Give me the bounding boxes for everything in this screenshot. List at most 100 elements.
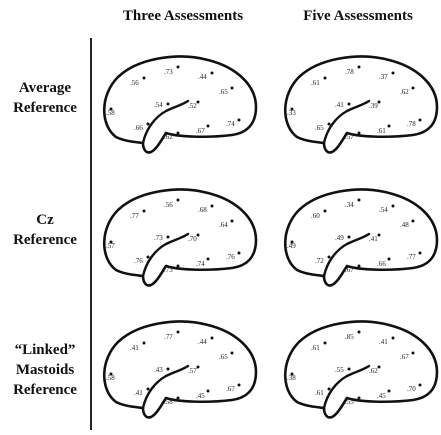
electrode-dot bbox=[387, 257, 391, 261]
electrode-dot bbox=[327, 122, 331, 126]
electrode-value-label: .85 bbox=[345, 333, 354, 341]
electrode-dot bbox=[206, 389, 210, 393]
row-label-average-reference: Average Reference bbox=[2, 78, 88, 118]
electrode-value-label: .67 bbox=[400, 353, 409, 361]
electrode-dot bbox=[196, 233, 200, 237]
electrode-dot bbox=[387, 389, 391, 393]
electrode-value-label: .65 bbox=[219, 88, 228, 96]
electrode-value-label: .73 bbox=[164, 266, 173, 274]
electrode-value-label: .77 bbox=[407, 253, 416, 261]
electrode-value-label: .77 bbox=[130, 212, 139, 220]
brain-outline bbox=[103, 55, 258, 154]
electrode-dot bbox=[142, 76, 146, 80]
electrode-dot bbox=[418, 251, 422, 255]
brain-outline bbox=[284, 320, 439, 419]
row-label-line: Mastoids bbox=[15, 362, 75, 378]
electrode-dot bbox=[237, 118, 241, 122]
electrode-value-label: .38 bbox=[287, 374, 296, 382]
electrode-value-label: .76 bbox=[226, 253, 235, 261]
electrode-value-label: .41 bbox=[130, 344, 139, 352]
electrode-dot bbox=[411, 86, 415, 90]
electrode-value-label: .45 bbox=[377, 392, 386, 400]
electrode-dot bbox=[146, 387, 150, 391]
electrode-value-label: .61 bbox=[311, 79, 320, 87]
electrode-dot bbox=[176, 65, 180, 69]
electrode-value-label: .68 bbox=[198, 206, 207, 214]
electrode-dot bbox=[290, 372, 294, 376]
electrode-value-label: .67 bbox=[345, 266, 354, 274]
electrode-dot bbox=[109, 372, 113, 376]
electrode-dot bbox=[230, 351, 234, 355]
electrode-dot bbox=[230, 219, 234, 223]
electrode-value-label: .57 bbox=[106, 242, 115, 250]
electrode-dot bbox=[166, 367, 170, 371]
electrode-value-label: .58 bbox=[164, 398, 173, 406]
vertical-divider bbox=[90, 38, 92, 430]
electrode-value-label: .37 bbox=[379, 73, 388, 81]
electrode-value-label: .39 bbox=[369, 102, 378, 110]
electrode-dot bbox=[206, 257, 210, 261]
electrode-dot bbox=[196, 100, 200, 104]
sylvian-fissure bbox=[141, 232, 190, 278]
electrode-value-label: .70 bbox=[407, 385, 416, 393]
electrode-value-label: .67 bbox=[226, 385, 235, 393]
electrode-value-label: .61 bbox=[315, 389, 324, 397]
sylvian-fissure bbox=[322, 99, 371, 145]
electrode-dot bbox=[357, 330, 361, 334]
electrode-dot bbox=[230, 86, 234, 90]
electrode-value-label: .65 bbox=[219, 353, 228, 361]
electrode-value-label: .56 bbox=[164, 201, 173, 209]
brain-outline bbox=[284, 188, 439, 287]
electrode-value-label: .61 bbox=[377, 127, 386, 135]
electrode-value-label: .78 bbox=[407, 120, 416, 128]
electrode-dot bbox=[357, 65, 361, 69]
electrode-value-label: .58 bbox=[106, 374, 115, 382]
electrode-dot bbox=[327, 255, 331, 259]
electrode-value-label: .73 bbox=[164, 68, 173, 76]
electrode-dot bbox=[323, 209, 327, 213]
electrode-value-label: .61 bbox=[311, 344, 320, 352]
electrode-dot bbox=[327, 387, 331, 391]
electrode-value-label: .41 bbox=[369, 235, 378, 243]
electrode-value-label: .41 bbox=[379, 338, 388, 346]
electrode-value-label: .73 bbox=[154, 234, 163, 242]
electrode-dot bbox=[176, 131, 180, 135]
electrode-dot bbox=[391, 71, 395, 75]
electrode-dot bbox=[377, 365, 381, 369]
electrode-dot bbox=[357, 131, 361, 135]
electrode-value-label: .76 bbox=[134, 257, 143, 265]
brain-map-row1-col1: .56.73.44.65.58.54.52.66.62.67.74 bbox=[103, 55, 258, 154]
electrode-value-label: .62 bbox=[369, 367, 378, 375]
electrode-dot bbox=[357, 264, 361, 268]
brain-map-row3-col1: .41.77.44.65.58.43.57.41.58.45.67 bbox=[103, 320, 258, 419]
electrode-value-label: .60 bbox=[311, 212, 320, 220]
electrode-value-label: .72 bbox=[315, 257, 324, 265]
electrode-value-label: .77 bbox=[164, 333, 173, 341]
electrode-dot bbox=[411, 351, 415, 355]
electrode-dot bbox=[377, 100, 381, 104]
electrode-dot bbox=[391, 336, 395, 340]
electrode-dot bbox=[347, 367, 351, 371]
sylvian-fissure bbox=[141, 364, 190, 410]
electrode-value-label: .62 bbox=[164, 133, 173, 141]
brain-outline bbox=[284, 55, 439, 154]
electrode-value-label: .57 bbox=[188, 367, 197, 375]
electrode-dot bbox=[411, 219, 415, 223]
electrode-value-label: .49 bbox=[335, 234, 344, 242]
electrode-value-label: .64 bbox=[219, 221, 228, 229]
brain-map-row2-col2: .60.34.54.48.49.49.41.72.67.66.77 bbox=[284, 188, 439, 287]
electrode-value-label: .52 bbox=[188, 102, 197, 110]
electrode-dot bbox=[357, 198, 361, 202]
sylvian-fissure bbox=[141, 99, 190, 145]
electrode-value-label: .54 bbox=[379, 206, 388, 214]
electrode-dot bbox=[347, 235, 351, 239]
electrode-dot bbox=[196, 365, 200, 369]
electrode-value-label: .34 bbox=[345, 201, 354, 209]
electrode-dot bbox=[109, 107, 113, 111]
electrode-dot bbox=[210, 336, 214, 340]
electrode-value-label: .55 bbox=[335, 366, 344, 374]
electrode-value-label: .70 bbox=[188, 235, 197, 243]
electrode-value-label: .43 bbox=[154, 366, 163, 374]
electrode-dot bbox=[142, 209, 146, 213]
electrode-dot bbox=[347, 102, 351, 106]
